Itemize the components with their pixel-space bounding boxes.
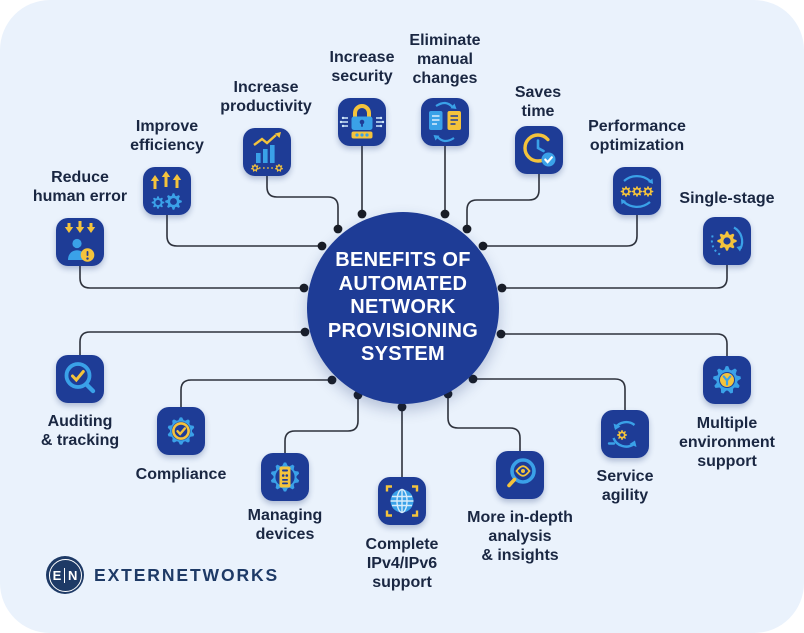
more-in-depth-analysis-connector [447,394,521,451]
improve-efficiency-label: Improve efficiency [130,118,204,154]
magnifier-check-icon [64,362,96,394]
logo-monogram-divider [63,567,66,583]
performance-optimization-label: Performance optimization [588,118,686,154]
saves-time-connector [466,174,540,229]
center-title: BENEFITS OF AUTOMATED NETWORK PROVISIONI… [327,249,479,366]
document-sync-icon [429,101,461,143]
arrows-gears-icon [150,171,182,210]
agile-loop-icon [601,410,649,458]
magnifier-eye-icon [507,458,536,488]
improve-efficiency-connector-dot [317,241,327,251]
gear-tool-icon [703,356,751,404]
single-stage-connector-dot [497,283,507,293]
device-gear-icon [261,453,309,501]
increase-security-connector-dot [357,209,367,219]
auditing-tracking-connector-dot [300,327,310,337]
magnifier-eye-icon [496,451,544,499]
device-gear-icon [270,462,300,492]
increase-productivity-connector [266,176,339,229]
saves-time-connector-dot [462,224,472,234]
logo-monogram-left: E [52,567,62,583]
multiple-environment-support-connector-dot [496,329,506,339]
gears-cycle-icon [620,175,654,208]
magnifier-check-icon [56,355,104,403]
chart-growth-icon [251,132,283,172]
managing-devices-connector [284,395,359,453]
saves-time-label: Saves time [514,84,562,120]
auditing-tracking-connector [79,331,305,355]
eliminate-manual-changes-connector-dot [440,209,450,219]
multiple-environment-support-connector [501,333,728,356]
logo-monogram-right: N [67,567,78,583]
multiple-environment-support-label: Multiple environment support [678,415,775,470]
gear-check-icon [157,407,205,455]
logo-monogram: E N [46,556,84,594]
document-sync-icon [421,98,469,146]
gear-refresh-icon [703,217,751,265]
compliance-label: Compliance [135,466,227,483]
increase-security-label: Increase security [329,49,395,85]
arrows-gears-icon [143,167,191,215]
gear-check-icon [167,417,195,445]
clock-check-icon [523,133,556,167]
compliance-connector [180,379,332,407]
complete-ipv4-ipv6-connector-dot [397,402,407,412]
service-agility-connector [473,378,626,410]
globe-scan-icon [378,477,426,525]
service-agility-connector-dot [468,374,478,384]
chart-growth-icon [243,128,291,176]
padlock-icon [339,104,385,139]
gear-refresh-icon [710,226,744,256]
increase-productivity-connector-dot [333,224,343,234]
reduce-human-error-connector-dot [299,283,309,293]
gears-cycle-icon [613,167,661,215]
more-in-depth-analysis-label: More in-depth analysis & insights [467,509,573,564]
auditing-tracking-label: Auditing & tracking [40,413,120,449]
performance-optimization-connector [483,215,638,247]
increase-productivity-label: Increase productivity [220,79,312,115]
center-circle: BENEFITS OF AUTOMATED NETWORK PROVISIONI… [307,212,499,404]
complete-ipv4-ipv6-label: Complete IPv4/IPv6 support [365,536,439,591]
reduce-human-error-connector [79,266,304,289]
compliance-connector-dot [327,375,337,385]
managing-devices-label: Managing devices [247,507,323,543]
person-error-icon [64,221,96,262]
globe-scan-icon [385,485,419,517]
eliminate-manual-changes-label: Eliminate manual changes [409,32,481,87]
gear-tool-icon [713,366,741,394]
clock-check-icon [515,126,563,174]
person-error-icon [56,218,104,266]
service-agility-label: Service agility [596,468,654,504]
reduce-human-error-label: Reduce human error [32,169,128,205]
agile-loop-icon [607,420,637,448]
logo-text: EXTERNETWORKS [94,564,280,585]
performance-optimization-connector-dot [478,241,488,251]
improve-efficiency-connector [166,215,322,247]
single-stage-connector [502,265,728,289]
logo: E N EXTERNETWORKS [46,556,279,594]
padlock-icon [338,98,386,146]
single-stage-label: Single-stage [679,190,775,207]
